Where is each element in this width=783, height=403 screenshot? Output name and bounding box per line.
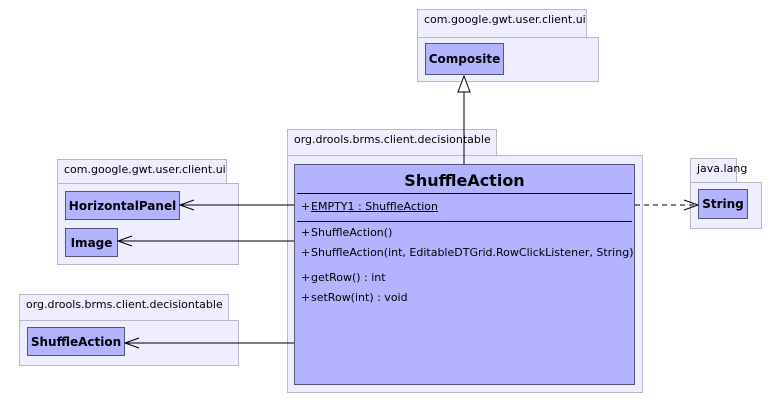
constructor-row: +ShuffleAction() xyxy=(301,226,392,239)
package-tab-lower: org.drools.brms.client.decisiontable xyxy=(19,294,229,321)
class-shuffle-action-main[interactable]: ShuffleAction +EMPTY1 : ShuffleAction +S… xyxy=(294,164,635,385)
visibility-marker: + xyxy=(301,200,311,213)
class-separator-1 xyxy=(297,193,632,194)
class-shuffle-action-ref[interactable]: ShuffleAction xyxy=(27,327,125,356)
method-text: getRow() : int xyxy=(311,271,386,284)
class-composite[interactable]: Composite xyxy=(425,43,504,75)
package-tab-main: org.drools.brms.client.decisiontable xyxy=(287,129,497,156)
visibility-marker: + xyxy=(301,226,311,239)
class-separator-2 xyxy=(297,221,632,222)
visibility-marker: + xyxy=(301,246,311,259)
method-row: +getRow() : int xyxy=(301,271,386,284)
visibility-marker: + xyxy=(301,271,311,284)
package-tab-widgets: com.google.gwt.user.client.ui xyxy=(57,159,227,184)
class-string[interactable]: String xyxy=(698,189,748,219)
package-tab-composite: com.google.gwt.user.client.ui xyxy=(417,9,587,38)
method-text: setRow(int) : void xyxy=(311,291,408,304)
field-row: +EMPTY1 : ShuffleAction xyxy=(301,200,438,213)
visibility-marker: + xyxy=(301,291,311,304)
constructor-text: ShuffleAction(int, EditableDTGrid.RowCli… xyxy=(311,246,634,259)
package-tab-java-lang: java.lang xyxy=(690,158,747,183)
constructor-text: ShuffleAction() xyxy=(311,226,393,239)
class-image[interactable]: Image xyxy=(65,228,118,257)
constructor-row: +ShuffleAction(int, EditableDTGrid.RowCl… xyxy=(301,246,633,259)
method-row: +setRow(int) : void xyxy=(301,291,408,304)
class-horizontal-panel[interactable]: HorizontalPanel xyxy=(65,191,180,220)
field-text: EMPTY1 : ShuffleAction xyxy=(311,200,438,213)
class-name: ShuffleAction xyxy=(404,171,525,190)
